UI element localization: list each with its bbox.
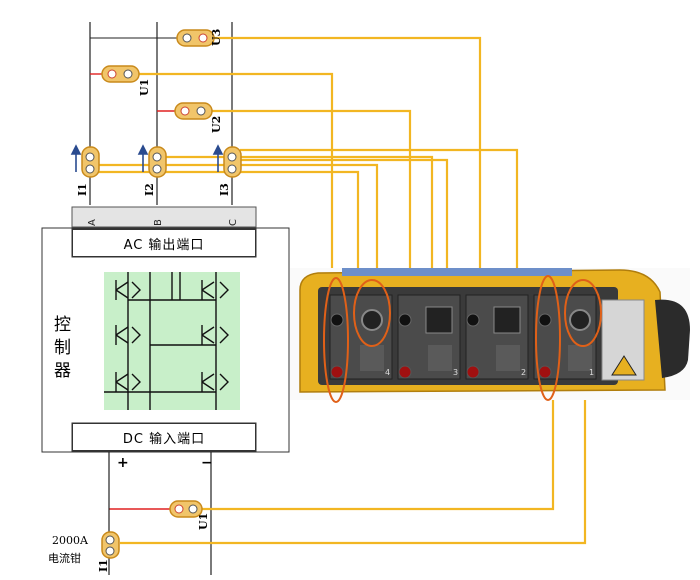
- probe-label-u2: U2: [210, 115, 223, 133]
- phase-label-c: C: [228, 219, 239, 226]
- clamp-rating-label: 2000A: [52, 534, 88, 547]
- voltage-probe-u2: [174, 102, 213, 120]
- probe-label-i1: I1: [76, 183, 89, 196]
- highlight-markers: [323, 275, 602, 403]
- ac-output-port: AC 输出端口: [72, 229, 256, 257]
- channel-number-2: 2: [521, 368, 527, 377]
- probe-label-i3: I3: [218, 183, 231, 196]
- igbt-switch: [201, 280, 229, 300]
- power-analyzer: [290, 268, 690, 400]
- igbt-switch: [115, 280, 141, 300]
- dc-minus-label: −: [201, 455, 213, 471]
- probe-label-dc-i: I1: [97, 559, 110, 572]
- channel-module: [329, 294, 393, 380]
- channel-number-4: 4: [385, 368, 391, 377]
- igbt-bridge: [104, 272, 240, 410]
- phase-terminal-bar: [71, 206, 257, 228]
- current-clamp-dc: [101, 531, 120, 559]
- probe-label-u1: U1: [138, 78, 151, 96]
- phase-label-a: A: [87, 219, 98, 226]
- current-clamp-i1: [81, 146, 100, 178]
- current-direction-arrows: [70, 144, 224, 172]
- voltage-probe-u3: [176, 29, 215, 47]
- igbt-switch: [201, 372, 229, 392]
- voltage-probe-dc: [169, 500, 203, 518]
- channel-module: [397, 294, 461, 380]
- channel-number-3: 3: [453, 368, 459, 377]
- channel-number-1: 1: [589, 368, 595, 377]
- dc-input-port: DC 输入端口: [72, 423, 256, 451]
- current-clamp-i3: [223, 146, 242, 178]
- dc-plus-label: +: [117, 455, 129, 471]
- probe-label-dc-u: U1: [197, 512, 210, 530]
- voltage-probe-u1: [101, 65, 140, 83]
- igbt-switch: [115, 372, 141, 392]
- igbt-switch: [115, 325, 141, 345]
- controller-char-3: 器: [54, 361, 71, 381]
- controller-char-2: 制: [54, 338, 71, 358]
- phase-label-b: B: [153, 219, 164, 226]
- channel-module: [465, 294, 529, 380]
- measurement-wires: [98, 36, 587, 545]
- current-clamp-i2: [148, 146, 167, 178]
- igbt-switch: [201, 325, 229, 345]
- probe-label-i2: I2: [143, 183, 156, 196]
- warning-icon: [611, 355, 637, 376]
- controller-char-1: 控: [54, 315, 71, 335]
- probe-label-u3: U3: [210, 28, 223, 46]
- clamp-name-label: 电流钳: [48, 552, 81, 565]
